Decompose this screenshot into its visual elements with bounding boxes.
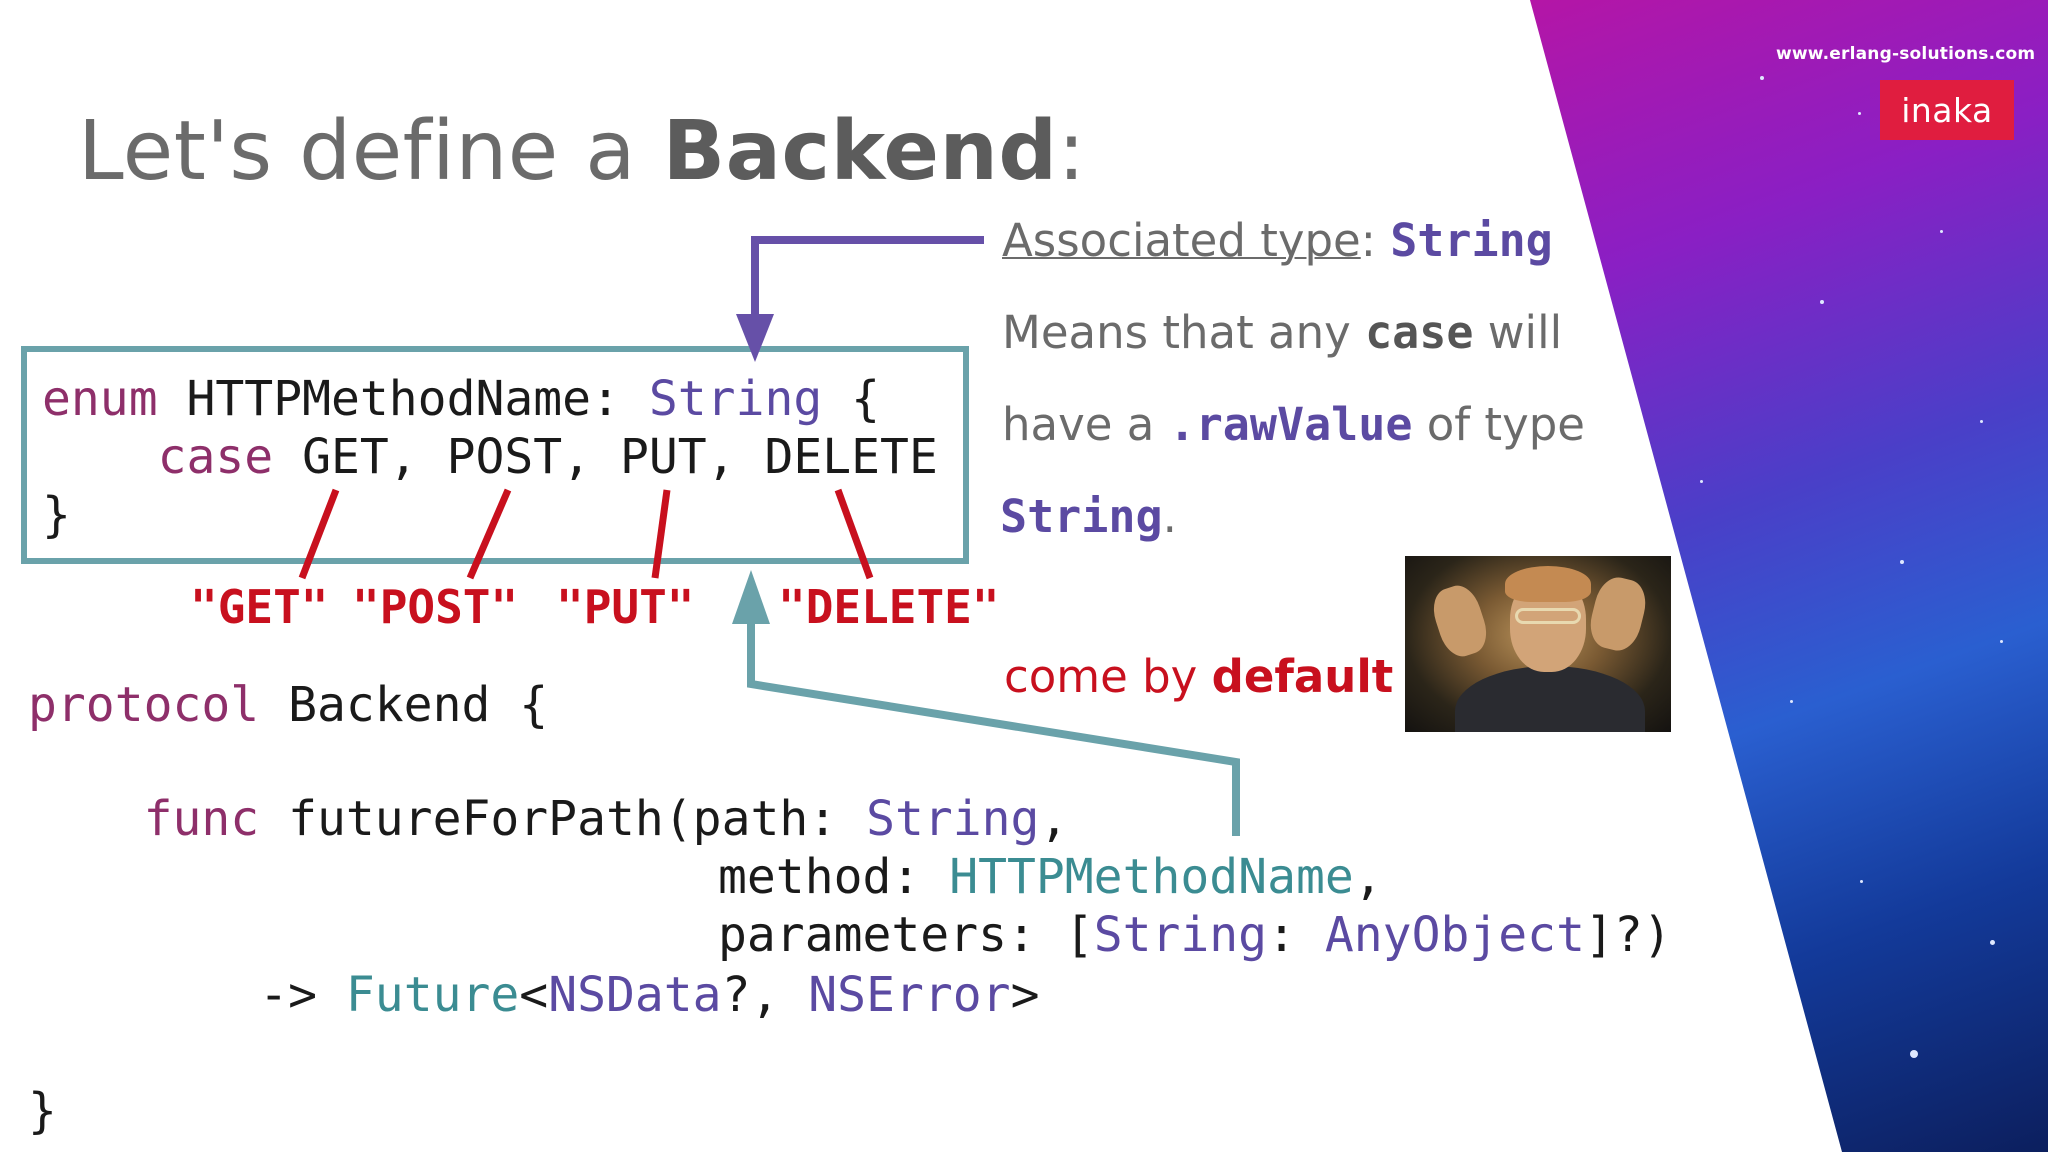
- star-decoration: [1990, 940, 1995, 945]
- note-come-by-default: come by default: [1004, 650, 1393, 703]
- indent: [42, 429, 158, 485]
- enum-line-3: }: [42, 486, 71, 544]
- case-keyword: case: [157, 429, 274, 485]
- func-keyword: func: [143, 791, 260, 847]
- logo-text: inaka: [1901, 90, 1993, 130]
- lt: <: [519, 967, 549, 1023]
- star-decoration: [2000, 640, 2003, 643]
- protocol-method-line: method: HTTPMethodName,: [718, 848, 1383, 906]
- enum-brace-close: }: [42, 487, 71, 543]
- enum-raw-type: String: [648, 371, 823, 427]
- protocol-func-line: func futureForPath(path: String,: [28, 790, 1069, 848]
- string-word: String: [1000, 490, 1163, 543]
- raw-value-get: "GET": [190, 580, 329, 634]
- photo-glasses: [1515, 608, 1581, 624]
- protocol-line-1: protocol Backend {: [28, 676, 548, 734]
- mind-blown-photo: [1405, 556, 1671, 732]
- photo-body: [1455, 666, 1645, 732]
- star-decoration: [1700, 480, 1703, 483]
- method-type: HTTPMethodName: [949, 849, 1354, 905]
- star-decoration: [1910, 1050, 1918, 1058]
- comma: ,: [1039, 791, 1069, 847]
- future-type: Future: [345, 967, 520, 1023]
- enum-keyword: enum: [42, 371, 158, 427]
- star-decoration: [1940, 230, 1943, 233]
- text: Means that any: [1002, 306, 1366, 359]
- enum-name: HTTPMethodName:: [157, 371, 649, 427]
- star-decoration: [1980, 420, 1983, 423]
- nserror-type: NSError: [808, 967, 1011, 1023]
- slide-title: Let's define a Backend:: [78, 104, 1086, 199]
- arrow-indent: [28, 967, 259, 1023]
- method-label: method:: [718, 849, 950, 905]
- params-value-type: AnyObject: [1324, 907, 1585, 963]
- nsdata-type: NSData: [548, 967, 722, 1023]
- raw-value-post: "POST": [352, 580, 519, 634]
- title-bold: Backend: [662, 104, 1058, 199]
- star-decoration: [1858, 112, 1861, 115]
- path-type: String: [866, 791, 1040, 847]
- brace-close: }: [28, 1083, 57, 1139]
- gt: >: [1010, 967, 1040, 1023]
- optional-comma: ?,: [721, 967, 809, 1023]
- associated-type-label: Associated type: [1002, 214, 1361, 267]
- func-signature: futureForPath(path:: [259, 791, 867, 847]
- star-decoration: [1790, 700, 1793, 703]
- title-prefix: Let's define a: [78, 104, 663, 199]
- site-url[interactable]: www.erlang-solutions.com: [1776, 44, 2036, 64]
- star-decoration: [1900, 560, 1904, 564]
- raw-value-word: .rawValue: [1168, 398, 1413, 451]
- params-separator: :: [1267, 907, 1325, 963]
- note-associated-type: Associated type: String: [1002, 214, 1553, 267]
- indent: [28, 791, 144, 847]
- default-word: default: [1211, 650, 1394, 703]
- note-line-4: String.: [1000, 490, 1177, 543]
- title-suffix: :: [1057, 104, 1086, 199]
- star-decoration: [1760, 76, 1764, 80]
- params-key-type: String: [1093, 907, 1268, 963]
- enum-brace-open: {: [822, 371, 881, 427]
- return-arrow: ->: [259, 967, 346, 1023]
- colon: :: [1360, 214, 1391, 267]
- raw-value-delete: "DELETE": [778, 580, 1000, 634]
- text: come by: [1004, 650, 1212, 703]
- text: will: [1473, 306, 1563, 359]
- protocol-keyword: protocol: [28, 677, 260, 733]
- enum-line-2: case GET, POST, PUT, DELETE: [42, 428, 938, 486]
- protocol-brace-close: }: [28, 1082, 57, 1140]
- protocol-name: Backend {: [259, 677, 549, 733]
- text: have a: [1002, 398, 1169, 451]
- star-decoration: [1860, 880, 1863, 883]
- protocol-return-line: -> Future<NSData?, NSError>: [28, 966, 1039, 1024]
- star-decoration: [1820, 300, 1824, 304]
- photo-hand-right: [1585, 573, 1651, 655]
- purple-arrow-line: [751, 236, 984, 322]
- protocol-params-line: parameters: [String: AnyObject]?): [718, 906, 1672, 964]
- teal-arrowhead: [732, 570, 770, 624]
- enum-line-1: enum HTTPMethodName: String {: [42, 370, 880, 428]
- text: of type: [1412, 398, 1585, 451]
- photo-hand-left: [1427, 580, 1493, 662]
- note-line-3: have a .rawValue of type: [1002, 398, 1585, 451]
- note-line-2: Means that any case will: [1002, 306, 1562, 359]
- inaka-logo: inaka: [1880, 80, 2014, 140]
- comma: ,: [1353, 849, 1383, 905]
- period: .: [1162, 490, 1177, 543]
- enum-cases: GET, POST, PUT, DELETE: [273, 429, 938, 485]
- case-word: case: [1365, 306, 1474, 359]
- params-label: parameters: [: [718, 907, 1094, 963]
- associated-type-value: String: [1390, 214, 1553, 267]
- params-end: ]?): [1584, 907, 1672, 963]
- photo-hair: [1505, 566, 1591, 602]
- raw-value-put: "PUT": [556, 580, 695, 634]
